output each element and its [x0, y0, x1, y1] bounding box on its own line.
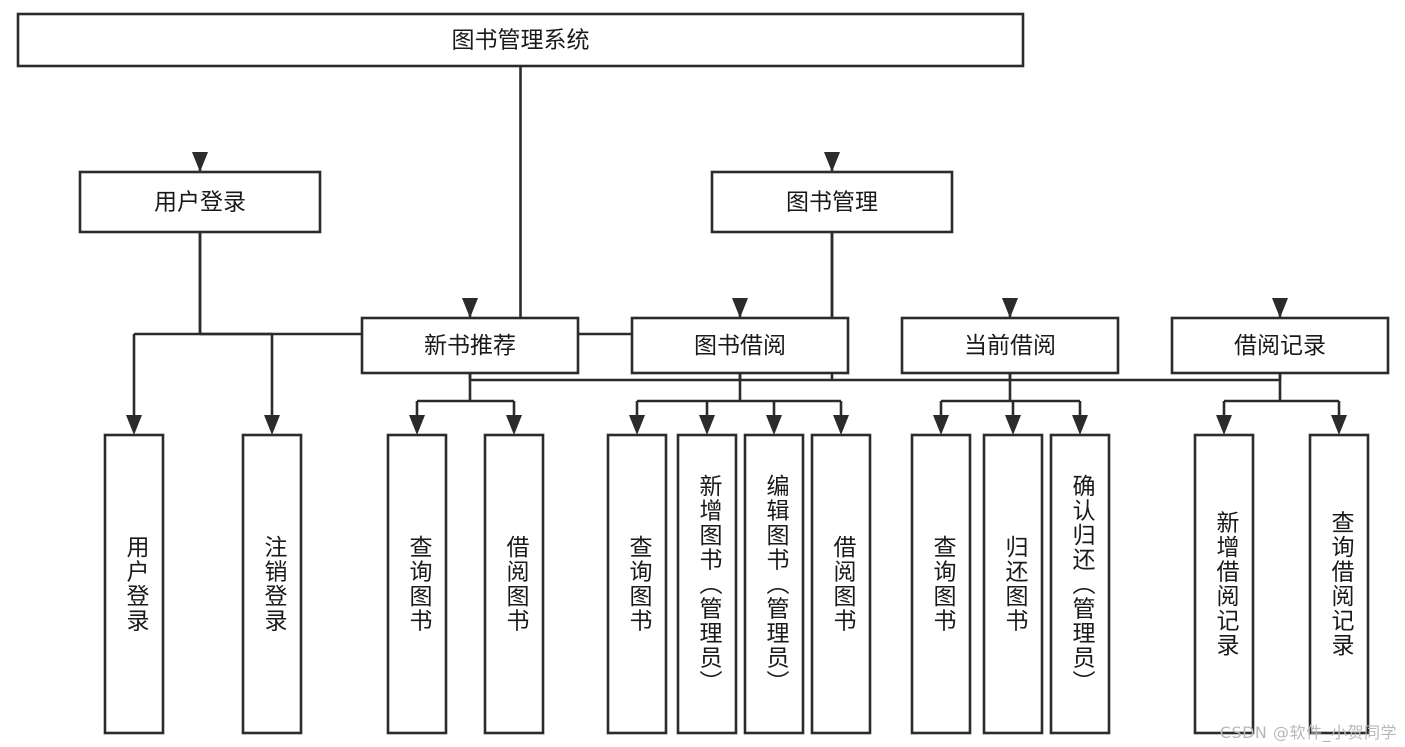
- node-label: 图书管理系统: [452, 28, 590, 54]
- arrow-head: [1331, 415, 1347, 435]
- arrow-head: [1005, 415, 1021, 435]
- node-box: [710, 170, 954, 234]
- arrow-head: [462, 298, 478, 318]
- node-box: [743, 433, 805, 735]
- node-book-manage[interactable]: 图书管理: [710, 170, 954, 234]
- arrow-head: [264, 415, 280, 435]
- node-book-borrow[interactable]: 图书借阅: [630, 316, 850, 375]
- node-box: [360, 316, 580, 375]
- node-box: [1170, 316, 1390, 375]
- node-label: 编辑图书（管理员）: [762, 474, 790, 695]
- node-leaf-return-book[interactable]: 归还图书: [982, 433, 1044, 735]
- node-root[interactable]: 图书管理系统: [16, 12, 1025, 68]
- arrow-head: [824, 152, 840, 172]
- node-layer: 图书管理系统用户登录图书管理新书推荐图书借阅当前借阅借阅记录用户登录注销登录查询…: [16, 12, 1390, 735]
- node-label: 图书管理: [786, 190, 878, 216]
- node-box: [900, 316, 1120, 375]
- node-box: [606, 433, 668, 735]
- node-leaf-query-book-1[interactable]: 查询图书: [386, 433, 448, 735]
- arrow-head: [699, 415, 715, 435]
- node-box: [78, 170, 322, 234]
- node-box: [910, 433, 972, 735]
- node-label: 查询图书: [405, 535, 433, 633]
- arrow-head: [833, 415, 849, 435]
- arrow-head: [1216, 415, 1232, 435]
- node-leaf-query-book-3[interactable]: 查询图书: [910, 433, 972, 735]
- node-label: 新书推荐: [424, 333, 516, 359]
- connector-group-book-borrow: [629, 373, 849, 435]
- arrow-head: [1072, 415, 1088, 435]
- node-leaf-edit-book[interactable]: 编辑图书（管理员）: [743, 433, 805, 735]
- node-box: [630, 316, 850, 375]
- node-label: 确认归还（管理员）: [1068, 474, 1096, 695]
- node-label: 注销登录: [260, 535, 288, 633]
- node-leaf-confirm-return[interactable]: 确认归还（管理员）: [1049, 433, 1111, 735]
- node-label: 用户登录: [122, 535, 150, 633]
- node-label: 新增图书（管理员）: [695, 474, 723, 695]
- node-leaf-query-book-2[interactable]: 查询图书: [606, 433, 668, 735]
- node-box: [982, 433, 1044, 735]
- connector-group-user-login: [126, 232, 280, 435]
- arrow-head: [933, 415, 949, 435]
- node-label: 用户登录: [154, 190, 246, 216]
- arrow-head: [192, 152, 208, 172]
- node-leaf-user-logout[interactable]: 注销登录: [241, 433, 303, 735]
- node-label: 图书借阅: [694, 333, 786, 359]
- arrow-head: [629, 415, 645, 435]
- node-label: 归还图书: [1001, 535, 1029, 633]
- node-box: [483, 433, 545, 735]
- connector-layer: [126, 66, 1347, 435]
- node-box: [103, 433, 165, 735]
- arrow-head: [732, 298, 748, 318]
- node-leaf-query-record[interactable]: 查询借阅记录: [1308, 433, 1370, 735]
- node-label: 借阅图书: [502, 535, 530, 633]
- node-leaf-borrow-book-2[interactable]: 借阅图书: [810, 433, 872, 735]
- node-borrow-record[interactable]: 借阅记录: [1170, 316, 1390, 375]
- node-new-book-rec[interactable]: 新书推荐: [360, 316, 580, 375]
- node-box: [386, 433, 448, 735]
- node-label: 查询图书: [625, 535, 653, 633]
- node-user-login[interactable]: 用户登录: [78, 170, 322, 234]
- connector-group-new-book-rec: [409, 373, 522, 435]
- connector-group-book-manage: [462, 232, 1288, 382]
- arrow-head: [506, 415, 522, 435]
- node-box: [810, 433, 872, 735]
- node-box: [1308, 433, 1370, 735]
- arrow-head: [409, 415, 425, 435]
- arrow-head: [1002, 298, 1018, 318]
- node-leaf-user-login[interactable]: 用户登录: [103, 433, 165, 735]
- node-label: 查询借阅记录: [1327, 511, 1355, 658]
- node-box: [16, 12, 1025, 68]
- arrow-head: [126, 415, 142, 435]
- node-label: 当前借阅: [964, 333, 1056, 359]
- node-label: 新增借阅记录: [1212, 511, 1240, 658]
- node-label: 查询图书: [929, 535, 957, 633]
- node-leaf-add-record[interactable]: 新增借阅记录: [1193, 433, 1255, 735]
- node-label: 借阅记录: [1234, 333, 1326, 359]
- arrow-head: [766, 415, 782, 435]
- node-box: [241, 433, 303, 735]
- node-box: [676, 433, 738, 735]
- node-label: 借阅图书: [829, 535, 857, 633]
- connector-group-borrow-record: [1216, 373, 1347, 435]
- node-box: [1049, 433, 1111, 735]
- arrow-head: [1272, 298, 1288, 318]
- node-current-borrow[interactable]: 当前借阅: [900, 316, 1120, 375]
- node-box: [1193, 433, 1255, 735]
- connector-group-current-borrow: [933, 373, 1088, 435]
- node-leaf-borrow-book-1[interactable]: 借阅图书: [483, 433, 545, 735]
- node-leaf-add-book[interactable]: 新增图书（管理员）: [676, 433, 738, 735]
